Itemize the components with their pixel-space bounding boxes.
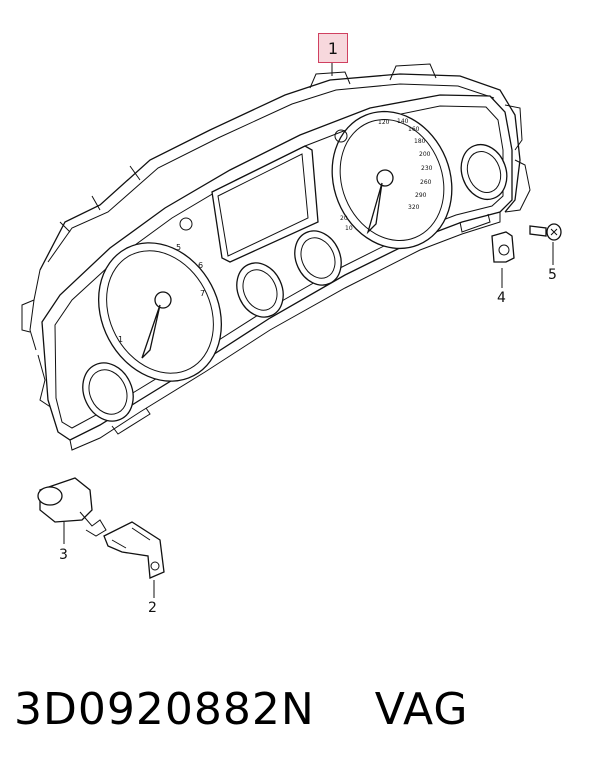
- small-gauge-left: [82, 362, 134, 422]
- indicator-light: [334, 129, 348, 143]
- part-4-bracket: [491, 231, 515, 263]
- part-4-hole: [498, 244, 510, 256]
- bottom-clips: [111, 213, 491, 435]
- speed-label: 290: [415, 192, 427, 199]
- tach-label: 6: [198, 261, 203, 270]
- small-gauge-right: [460, 143, 508, 201]
- tachometer-hub: [154, 291, 172, 309]
- part-3-tabs: [79, 511, 107, 537]
- housing-detail: [59, 63, 437, 233]
- callout-3: 3: [59, 547, 68, 563]
- speedometer-needle: [366, 182, 383, 235]
- callout-5: 5: [548, 267, 557, 283]
- speed-label: 230: [421, 165, 433, 172]
- speed-label: 10: [345, 225, 353, 232]
- small-gauge-b: [294, 230, 342, 286]
- speed-label: 180: [414, 138, 426, 145]
- speed-label: 20: [340, 215, 348, 222]
- cluster-housing-back: [39, 73, 521, 271]
- speed-label: 200: [419, 151, 431, 158]
- part-caption: 3D0920882N VAG: [14, 684, 468, 735]
- small-gauge-a-inner: [242, 269, 278, 311]
- small-gauge-b-inner: [300, 237, 336, 279]
- tach-label: 7: [200, 289, 205, 298]
- right-mount: [504, 104, 531, 213]
- callout-1: 1: [318, 33, 348, 63]
- center-display: [211, 145, 319, 263]
- tach-label: 1: [118, 335, 123, 344]
- part-number: 3D0920882N: [14, 684, 315, 735]
- center-display-inner: [217, 153, 309, 257]
- speedometer-inner: [339, 119, 445, 241]
- speed-label: 160: [408, 126, 420, 133]
- callout-4: 4: [497, 290, 506, 306]
- part-3-cap: [37, 486, 63, 506]
- small-gauge-left-inner: [88, 369, 128, 415]
- part-2-detail: [111, 527, 151, 549]
- brand-name: VAG: [374, 684, 469, 735]
- speed-label: 320: [408, 204, 420, 211]
- small-gauge-a: [236, 262, 284, 318]
- tach-label: 5: [176, 243, 181, 252]
- cluster-housing-ridge: [47, 83, 495, 263]
- speedometer-hub: [376, 169, 394, 187]
- part-5-screw: [529, 225, 547, 237]
- part-5-screw-slot: [550, 228, 558, 236]
- bottom-edge: [69, 212, 501, 451]
- callout-2: 2: [148, 600, 157, 616]
- part-2-clip: [103, 521, 165, 579]
- small-gauge-right-inner: [466, 151, 502, 193]
- left-mount: [21, 269, 56, 411]
- tachometer-needle: [141, 304, 161, 359]
- part-2-hole: [150, 561, 160, 571]
- tachometer-dial: [97, 242, 223, 382]
- speed-label: 120: [378, 119, 390, 126]
- speed-label: 140: [397, 118, 409, 125]
- tachometer-inner: [106, 250, 214, 374]
- speed-label: 260: [420, 179, 432, 186]
- indicator-light: [179, 217, 193, 231]
